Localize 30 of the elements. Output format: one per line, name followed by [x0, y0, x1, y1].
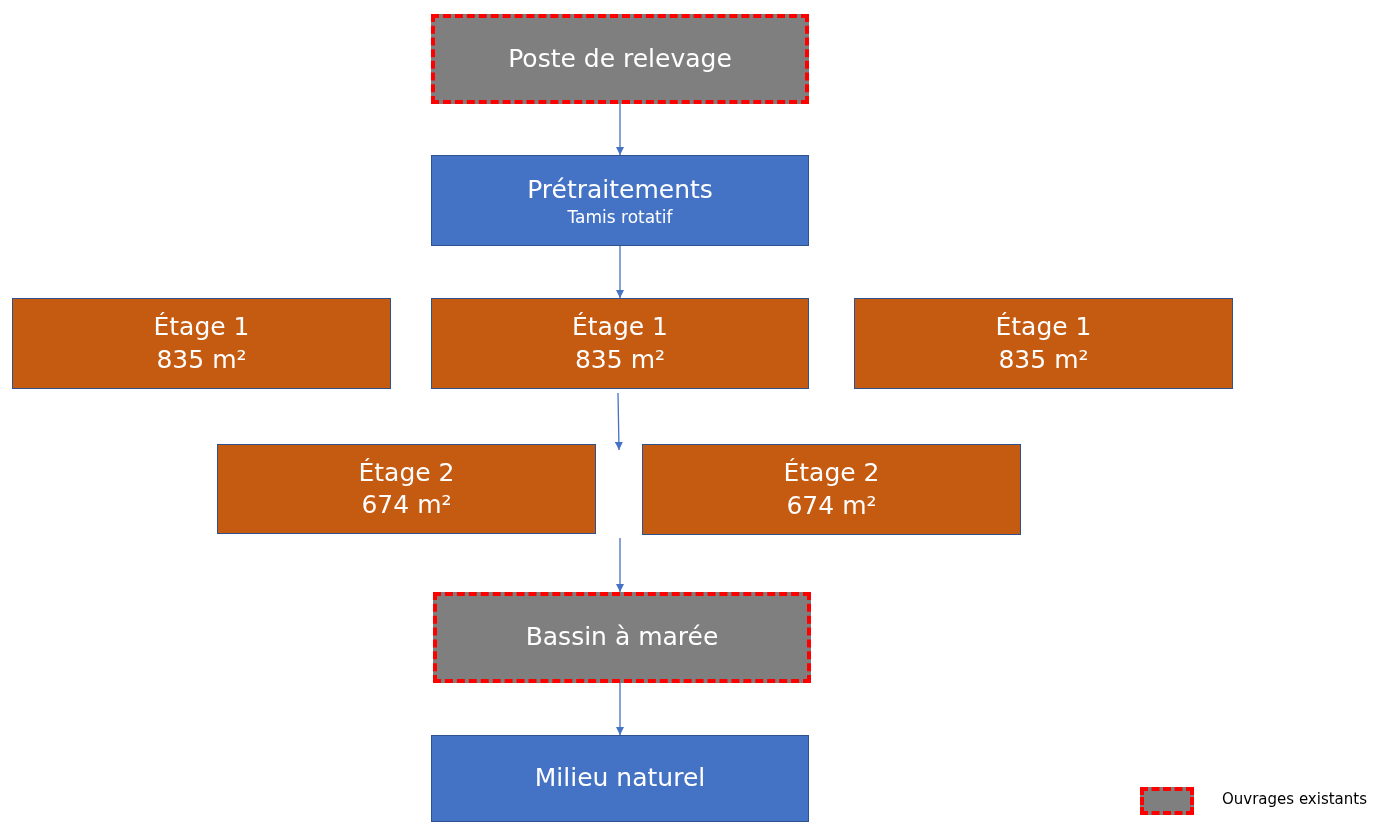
process-box	[431, 735, 809, 822]
box-subtitle: Tamis rotatif	[567, 206, 673, 227]
box-title: Étage 1	[572, 311, 668, 343]
process-box	[854, 298, 1233, 389]
arrow	[614, 392, 623, 451]
legend-label: Ouvrages existants	[1222, 790, 1367, 808]
existing-structure-box	[431, 14, 809, 104]
process-box	[642, 444, 1021, 535]
box-subtitle: 835 m²	[998, 343, 1089, 376]
arrow	[616, 537, 624, 593]
box-title: Poste de relevage	[508, 42, 732, 75]
existing-structure-box	[433, 592, 811, 683]
box-subtitle: 674 m²	[361, 489, 452, 521]
box-title: Étage 1	[153, 311, 250, 343]
box-title: Milieu naturel	[534, 762, 706, 795]
box-title: Bassin à marée	[525, 621, 719, 654]
box-title: Étage 2	[358, 456, 455, 489]
box-title: Prétraitements	[527, 174, 713, 207]
box-subtitle: 674 m²	[786, 489, 877, 522]
arrow	[616, 103, 624, 156]
process-box	[12, 298, 391, 389]
box-title: Étage 1	[995, 311, 1092, 343]
box-title: Étage 2	[783, 457, 880, 489]
box-subtitle: 835 m²	[574, 343, 665, 376]
box-subtitle: 835 m²	[156, 343, 247, 376]
process-box	[217, 444, 596, 534]
arrow	[616, 245, 624, 299]
arrow	[616, 682, 624, 736]
process-box	[431, 155, 809, 246]
process-box	[431, 298, 809, 389]
